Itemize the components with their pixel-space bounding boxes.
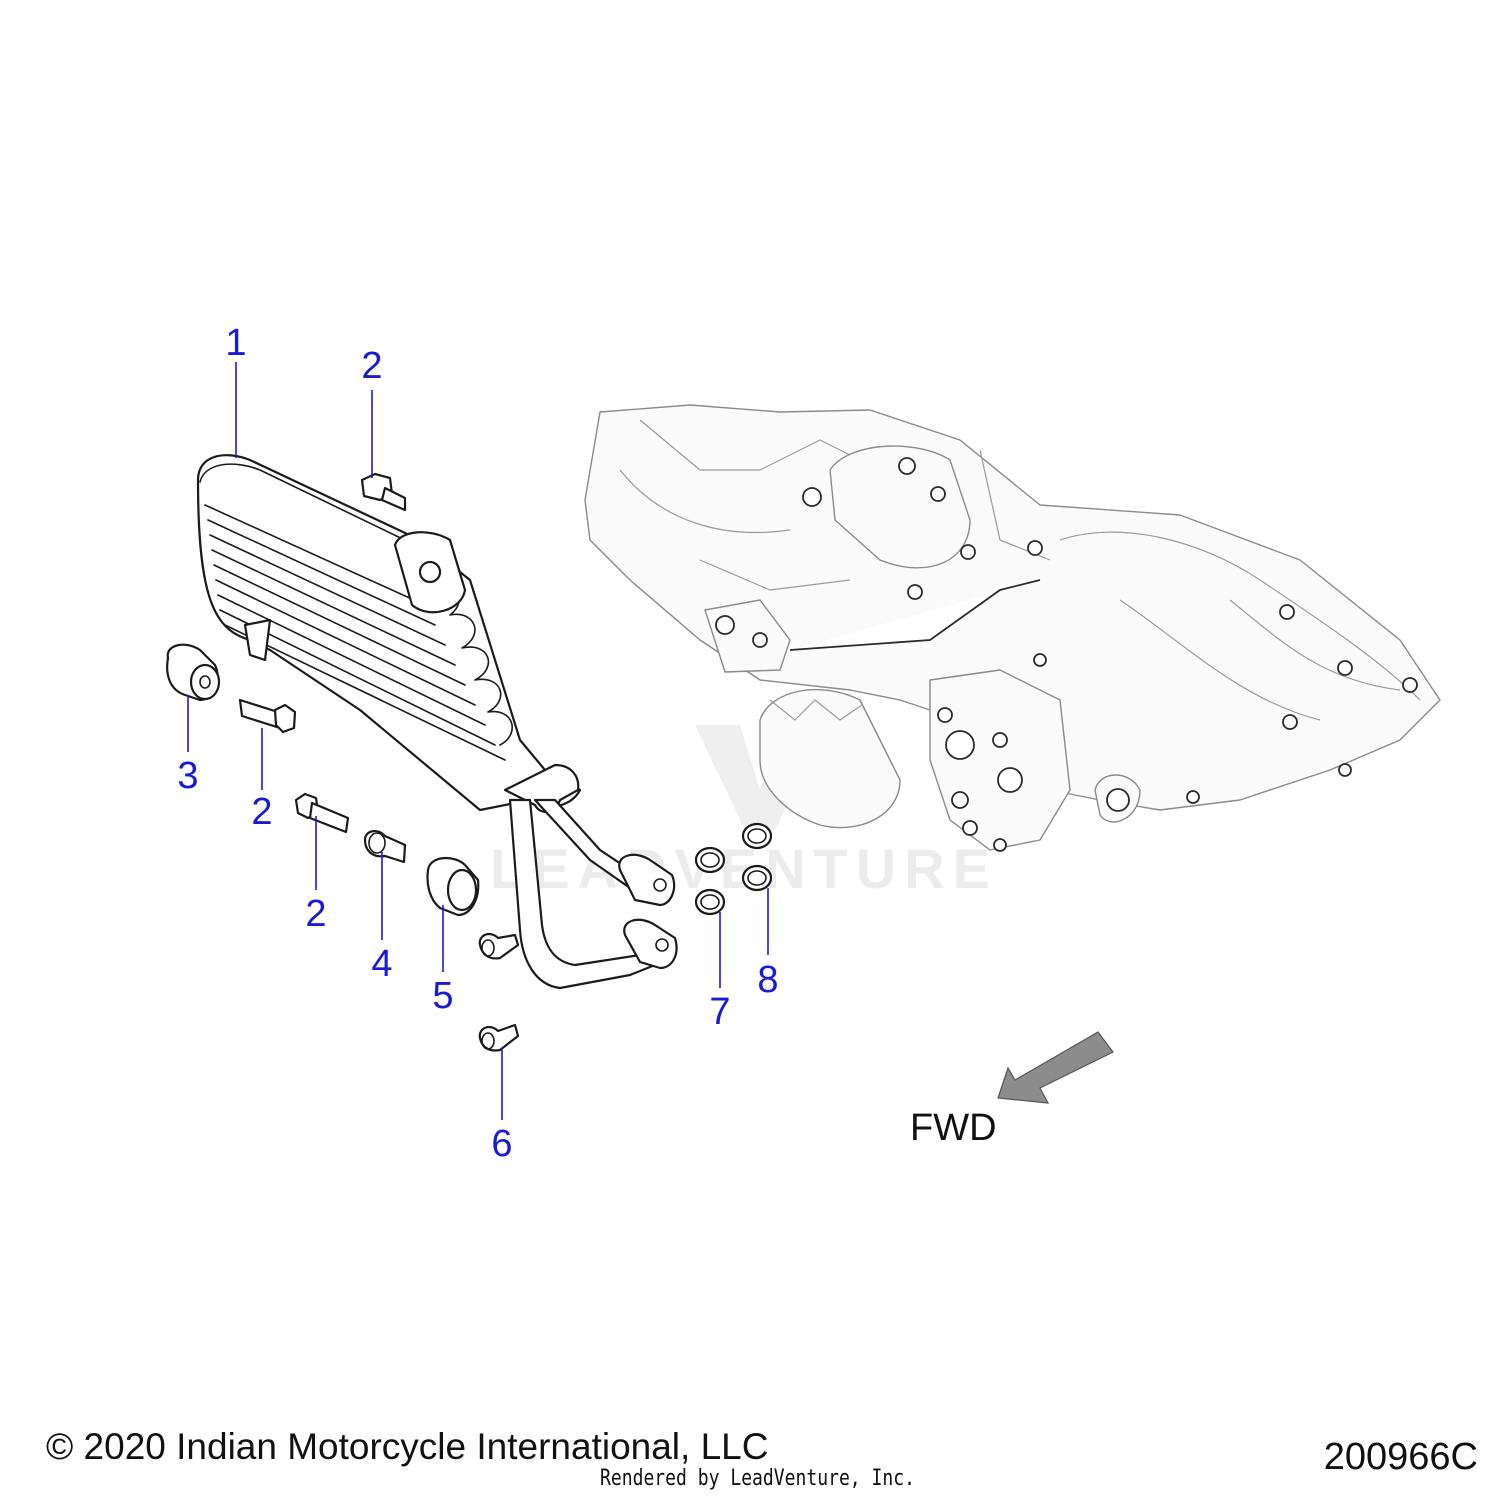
bolt-left xyxy=(238,698,297,734)
callouts: 1 2 3 2 2 4 5 6 7 8 xyxy=(177,322,778,1165)
callout-1: 1 xyxy=(225,322,246,364)
oil-lines xyxy=(508,798,678,990)
rendered-by-credit: Rendered by LeadVenture, Inc. xyxy=(600,1466,915,1491)
callout-2: 2 xyxy=(361,345,382,387)
callout-6: 6 xyxy=(491,1123,512,1165)
forward-arrow-icon xyxy=(997,1031,1114,1104)
o-rings xyxy=(694,822,773,916)
bolt-small-lower xyxy=(478,1023,520,1052)
callout-7: 7 xyxy=(709,991,730,1033)
forward-indicator: FWD xyxy=(910,1031,1114,1149)
callout-3: 3 xyxy=(177,755,198,797)
callout-2: 2 xyxy=(251,791,272,833)
grommet-large xyxy=(426,857,480,917)
callout-5: 5 xyxy=(432,975,453,1017)
grommet xyxy=(166,643,221,702)
callout-4: 4 xyxy=(371,943,392,985)
oil-cooler xyxy=(196,454,582,813)
bolt-small-upper xyxy=(478,932,520,960)
bolt-top xyxy=(360,472,407,512)
fwd-label: FWD xyxy=(910,1107,997,1149)
leader-lines xyxy=(187,362,769,1120)
callout-8: 8 xyxy=(757,959,778,1001)
engine-assembly xyxy=(584,404,1441,852)
drawing-number: 200966C xyxy=(1323,1436,1478,1478)
callout-2: 2 xyxy=(305,893,326,935)
bolt-lower xyxy=(294,792,350,834)
copyright-notice: © 2020 Indian Motorcycle International, … xyxy=(46,1426,769,1467)
watermark-text: LEADVENTURE xyxy=(490,837,998,900)
spacer xyxy=(363,830,407,864)
